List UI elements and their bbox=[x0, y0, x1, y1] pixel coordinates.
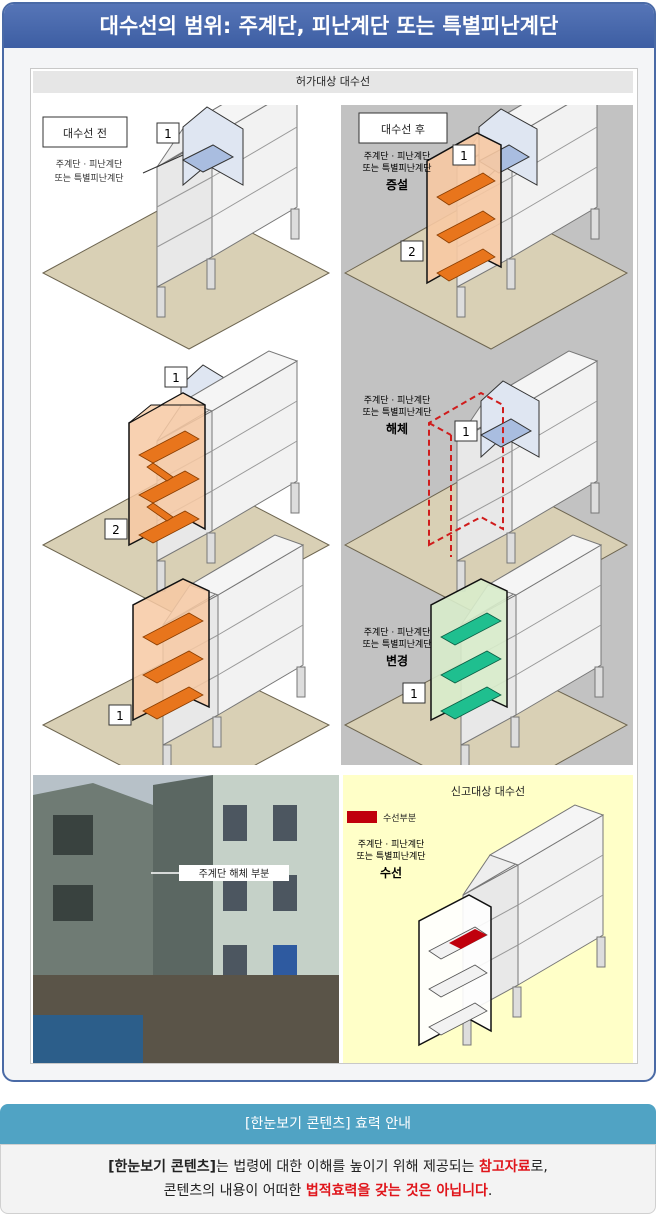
notice-line-2: 콘텐츠의 내용이 어떠한 법적효력을 갖는 것은 아닙니다. bbox=[1, 1179, 655, 1203]
figure-header: 허가대상 대수선 bbox=[33, 71, 633, 93]
change-label: 변경 bbox=[386, 653, 408, 668]
stair-label-line2: 또는 특별피난계단 bbox=[362, 162, 431, 174]
number-label: 1 bbox=[462, 425, 470, 439]
number-label: 2 bbox=[112, 523, 120, 537]
notice-body: [한눈보기 콘텐츠]는 법령에 대한 이해를 높이기 위해 제공되는 참고자료로… bbox=[0, 1144, 656, 1214]
stair-label-line2: 또는 특별피난계단 bbox=[356, 850, 425, 862]
add-label: 증설 bbox=[386, 177, 408, 192]
notice-red-text: 법적효력을 갖는 것은 아닙니다 bbox=[306, 1183, 488, 1199]
notice-text: . bbox=[488, 1183, 492, 1199]
stair-label-line2: 또는 특별피난계단 bbox=[54, 172, 123, 184]
diagram-figure: 허가대상 대수선 bbox=[30, 68, 638, 1064]
stair-label-line2: 또는 특별피난계단 bbox=[362, 406, 431, 418]
stair-label-line1: 주계단 · 피난계단 bbox=[364, 394, 431, 406]
number-label: 1 bbox=[116, 709, 124, 723]
photo-caption: 주계단 해체 부분 bbox=[199, 867, 270, 880]
notice-red-text: 참고자료 bbox=[479, 1159, 531, 1175]
notice-line-1: [한눈보기 콘텐츠]는 법령에 대한 이해를 높이기 위해 제공되는 참고자료로… bbox=[1, 1155, 655, 1179]
stair-label-line1: 주계단 · 피난계단 bbox=[364, 150, 431, 162]
page-title: 대수선의 범위: 주계단, 피난계단 또는 특별피난계단 bbox=[4, 4, 654, 48]
demolish-label: 해체 bbox=[386, 421, 408, 436]
main-card: 대수선의 범위: 주계단, 피난계단 또는 특별피난계단 허가대상 대수선 bbox=[2, 2, 656, 1082]
building-photo: 주계단 해체 부분 bbox=[33, 775, 339, 1063]
stair-label-line2: 또는 특별피난계단 bbox=[362, 638, 431, 650]
legend-label: 수선부분 bbox=[383, 813, 416, 824]
left-column: 대수선 전 1 주계단 · 피난계단 또는 특별피난계단 bbox=[33, 105, 339, 765]
number-label: 1 bbox=[164, 127, 172, 141]
stair-label-line1: 주계단 · 피난계단 bbox=[364, 626, 431, 638]
notice-emphasis: [한눈보기 콘텐츠] bbox=[108, 1159, 216, 1175]
notice-header: [한눈보기 콘텐츠] 효력 안내 bbox=[0, 1104, 656, 1144]
number-label: 1 bbox=[460, 149, 468, 163]
stair-label-line1: 주계단 · 피난계단 bbox=[358, 838, 425, 850]
notice-text: 콘텐츠의 내용이 어떠한 bbox=[164, 1183, 306, 1199]
number-label: 1 bbox=[172, 371, 180, 385]
legend-swatch bbox=[347, 811, 377, 823]
report-panel: 신고대상 대수선 수선부분 주계단 · 피난계단 또는 특별피난계단 수선 bbox=[343, 775, 633, 1063]
notice-text: 로, bbox=[531, 1159, 548, 1175]
repair-label: 수선 bbox=[380, 865, 402, 880]
number-label: 2 bbox=[408, 245, 416, 259]
number-label: 1 bbox=[410, 687, 418, 701]
report-header: 신고대상 대수선 bbox=[451, 785, 525, 798]
after-label: 대수선 후 bbox=[381, 123, 425, 136]
stair-label-line1: 주계단 · 피난계단 bbox=[56, 158, 123, 170]
right-column: 대수선 후 주계단 · 피난계단 또는 특별피난계단 증설 1 2 주계단 · … bbox=[341, 105, 633, 765]
notice-text: 는 법령에 대한 이해를 높이기 위해 제공되는 bbox=[216, 1159, 479, 1175]
before-label: 대수선 전 bbox=[63, 127, 107, 140]
notice-box: [한눈보기 콘텐츠] 효력 안내 [한눈보기 콘텐츠]는 법령에 대한 이해를 … bbox=[0, 1104, 660, 1215]
